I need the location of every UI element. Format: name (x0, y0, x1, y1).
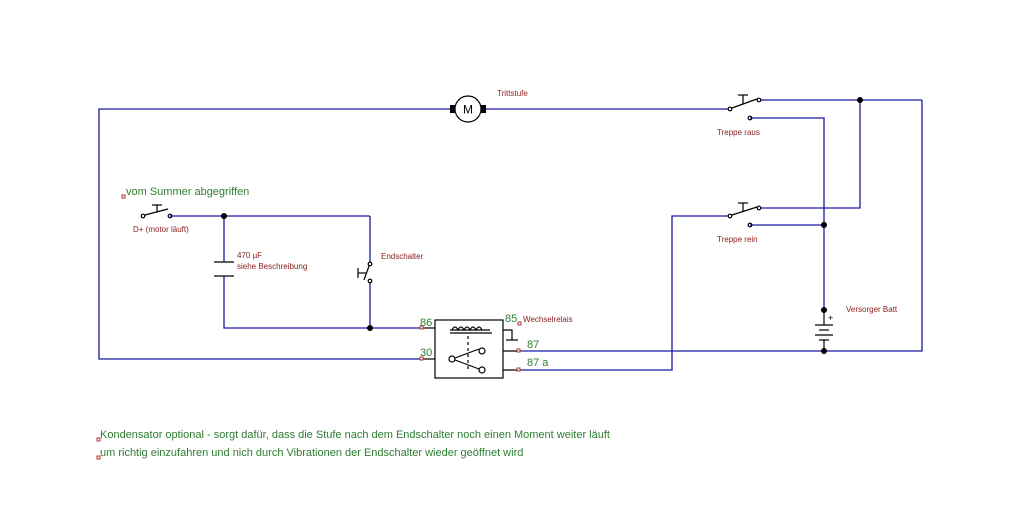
switch-dplus (140, 204, 173, 219)
motor-label: Trittstufe (497, 89, 528, 98)
wire-right-outer (824, 100, 923, 352)
note-line-2: um richtig einzufahren und nich durch Vi… (100, 447, 523, 459)
switch-treppe-raus (727, 94, 762, 121)
wire-rein-common (760, 100, 861, 209)
marker-30 (419, 356, 424, 361)
marker-87a (516, 367, 521, 372)
summer-note: vom Summer abgegriffen (126, 186, 249, 198)
junction-rein-nc (821, 222, 827, 228)
wire-cap-bottom (223, 276, 422, 329)
wire-rein-87a (520, 215, 728, 371)
relay (422, 319, 520, 379)
switch-treppe-rein (727, 202, 762, 228)
battery-label: Versorger Batt (846, 305, 898, 314)
capacitor-value: 470 µF (237, 251, 262, 260)
junction-cap-top (221, 213, 227, 219)
junction-top-right (857, 97, 863, 103)
relay-label: Wechselrelais (523, 315, 573, 324)
battery-plus: + (828, 313, 833, 323)
marker-note-2 (96, 455, 101, 460)
wire-raus-nc (750, 117, 825, 310)
pin-87a: 87 a (527, 357, 549, 369)
capacitor (214, 261, 234, 277)
motor: M (450, 95, 486, 123)
battery (815, 310, 833, 351)
capacitor-note: siehe Beschreibung (237, 262, 307, 271)
dplus-label: D+ (motor läuft) (133, 225, 189, 234)
pin-86: 86 (420, 317, 432, 329)
marker-note-1 (96, 437, 101, 442)
marker-85 (517, 321, 522, 326)
pin-30: 30 (420, 347, 432, 359)
note-line-1: Kondensator optional - sorgt dafür, dass… (100, 429, 610, 441)
endschalter-switch (357, 261, 373, 284)
motor-symbol: M (463, 103, 473, 117)
switch-out-label: Treppe raus (717, 128, 760, 137)
switch-in-label: Treppe rein (717, 235, 758, 244)
pin-85: 85 (505, 313, 517, 325)
endschalter-label: Endschalter (381, 252, 424, 261)
junction-86 (367, 325, 373, 331)
marker-86 (419, 325, 424, 330)
marker-summer (121, 194, 126, 199)
wire-motor-left (98, 108, 450, 360)
pin-87: 87 (527, 339, 539, 351)
wires (98, 99, 923, 371)
marker-87 (516, 348, 521, 353)
